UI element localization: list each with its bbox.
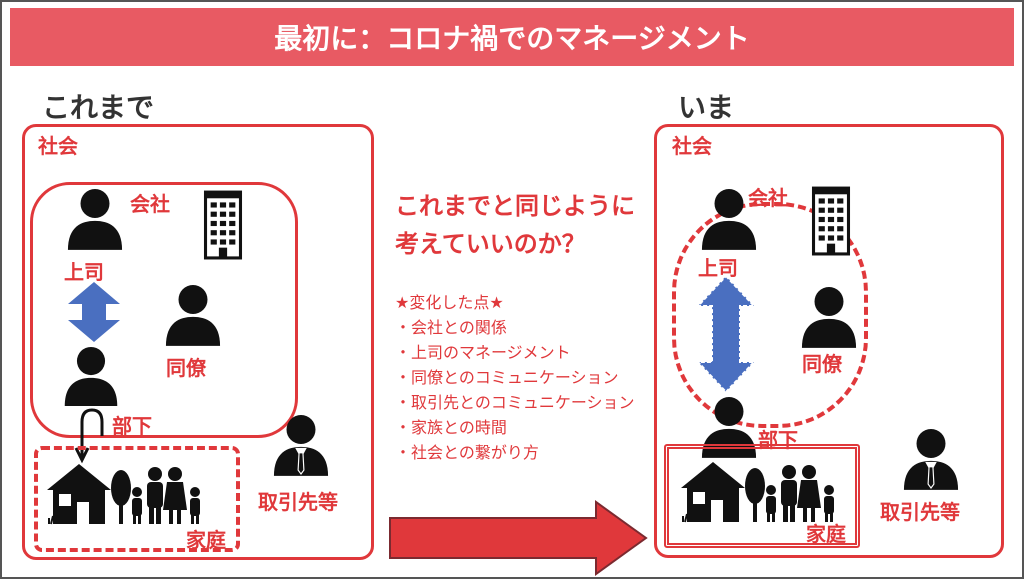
left-society-frame [22, 124, 374, 560]
right-company-label: 会社 [748, 186, 788, 210]
left-blue-double-arrow-icon [68, 282, 120, 342]
slide-title: 最初に：コロナ禍でのマネージメント [10, 8, 1014, 66]
left-company-frame [30, 182, 298, 438]
changes-title: ★変化した点★ [395, 293, 504, 312]
right-society-frame [654, 124, 1004, 558]
left-family-label: 家庭 [186, 528, 226, 552]
change-item-3: ・同僚とのコミュニケーション [395, 368, 619, 387]
left-family-frame [34, 446, 240, 552]
left-partners-label: 取引先等 [258, 490, 338, 514]
left-subordinate-person-icon [64, 346, 118, 406]
left-subordinate-label: 部下 [112, 414, 152, 438]
right-blue-double-arrow-icon [695, 274, 757, 394]
left-company-label: 会社 [130, 192, 170, 216]
changes-list: ★変化した点★ ・会社との関係 ・上司のマネージメント ・同僚とのコミュニケーシ… [395, 290, 635, 465]
change-item-1: ・会社との関係 [395, 318, 507, 337]
left-loop-arrow-icon [74, 408, 104, 464]
right-colleague-label: 同僚 [802, 352, 842, 376]
change-item-4: ・取引先とのコミュニケーション [395, 393, 635, 412]
right-family-label: 家庭 [806, 522, 846, 546]
left-boss-person-icon [67, 189, 123, 250]
right-heading: いま [678, 91, 735, 124]
left-family-house-icon [45, 462, 202, 526]
right-boss-label: 上司 [698, 256, 738, 280]
left-colleague-label: 同僚 [166, 356, 206, 380]
right-partners-label: 取引先等 [880, 500, 960, 524]
change-item-6: ・社会との繋がり方 [395, 443, 539, 462]
left-partner-suit-icon [273, 414, 329, 476]
right-colleague-person-icon [801, 287, 857, 348]
right-company-frame [672, 202, 868, 428]
right-partner-suit-icon [903, 428, 959, 490]
left-colleague-person-icon [165, 285, 221, 346]
right-society-label: 社会 [672, 134, 712, 158]
right-family-frame [664, 444, 860, 548]
change-item-2: ・上司のマネージメント [395, 343, 571, 362]
left-society-label: 社会 [38, 134, 78, 158]
question-text: これまでと同じように考えていいのか？ [395, 192, 635, 258]
right-boss-person-icon [701, 189, 757, 250]
change-item-5: ・家族との時間 [395, 418, 507, 437]
right-building-icon [811, 186, 851, 256]
right-family-house-icon [679, 460, 836, 524]
left-building-icon [203, 190, 243, 260]
left-boss-label: 上司 [64, 260, 104, 284]
transition-arrow-icon [389, 500, 648, 576]
left-heading: これまで [42, 91, 155, 124]
